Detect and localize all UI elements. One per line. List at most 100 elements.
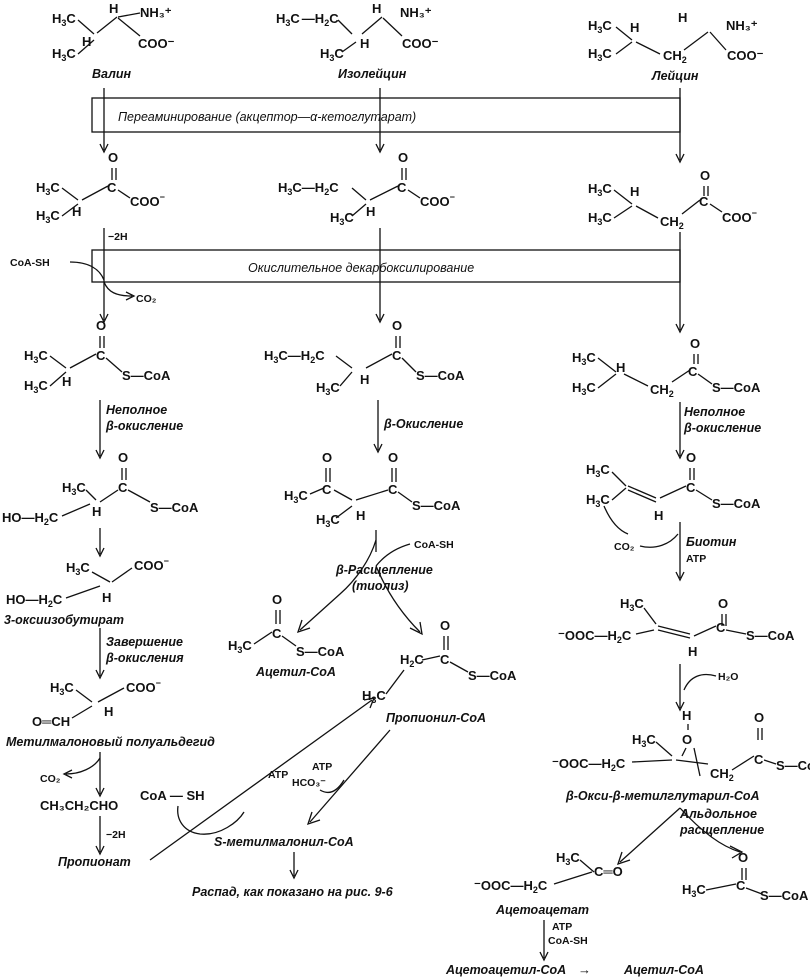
svg-text:O: O: [738, 850, 748, 865]
svg-text:C: C: [392, 348, 402, 363]
svg-text:C═O: C═O: [594, 864, 623, 879]
propionate-name: Пропионат: [58, 855, 131, 869]
svg-text:H: H: [360, 372, 369, 387]
beta-cleavage-2: (тиолиз): [352, 579, 409, 593]
hydroxyisobutyrate-structure: H3C COO− H HO—H2C: [6, 556, 169, 609]
svg-text:H3C—H2C: H3C—H2C: [278, 180, 339, 197]
svg-text:H3C: H3C: [682, 882, 706, 899]
leucine-coo: COO⁻: [727, 48, 764, 63]
svg-text:C: C: [107, 180, 117, 195]
keto-isoleucine: O H3C—H2C H3C H C COO−: [278, 150, 455, 227]
final-arrow: →: [578, 962, 591, 977]
leucine-structure: H3C H3C H CH2 H NH₃⁺ COO⁻ Лейцин: [588, 10, 764, 83]
svg-text:O: O: [388, 450, 398, 465]
svg-text:H: H: [678, 10, 687, 25]
svg-text:H: H: [654, 508, 663, 523]
methylbutyryl-coa: O H3C—H2C H3C H C S—CoA: [264, 318, 465, 397]
svg-text:H: H: [616, 360, 625, 375]
hmg-coa-name: β-Окси-β-метилглутарил-CoA: [565, 789, 760, 803]
acetoacetate-structure: H3C C═O ⁻OOC—H2C: [474, 850, 623, 895]
svg-text:C: C: [272, 626, 282, 641]
svg-text:HO—H2C: HO—H2C: [2, 510, 59, 527]
transamination-label: Переаминирование (акцептор—α-кетоглутара…: [118, 110, 416, 124]
svg-text:CH2: CH2: [650, 382, 674, 399]
svg-text:H2C: H2C: [400, 652, 424, 669]
svg-text:H: H: [82, 34, 91, 49]
svg-text:H3C: H3C: [556, 850, 580, 867]
h2o-label: H₂O: [718, 671, 738, 683]
svg-text:S—CoA: S—CoA: [776, 758, 810, 773]
svg-text:H3C: H3C: [66, 560, 90, 577]
svg-text:S—CoA: S—CoA: [122, 368, 171, 383]
hydroxyisobutyrate-name: 3-оксиизобутират: [4, 613, 124, 627]
svg-text:O: O: [96, 318, 106, 333]
beta-cleavage-1: β-Расщепление: [335, 563, 433, 577]
svg-text:S—CoA: S—CoA: [150, 500, 199, 515]
co2-label-1: CO₂: [136, 293, 157, 305]
svg-text:CH2: CH2: [660, 214, 684, 231]
svg-text:H: H: [72, 204, 81, 219]
atp-coa-2: CoA-SH: [548, 935, 588, 947]
svg-text:H: H: [360, 36, 369, 51]
svg-text:H3C: H3C: [572, 380, 596, 397]
svg-text:H3C: H3C: [572, 350, 596, 367]
svg-text:C: C: [688, 364, 698, 379]
isobutyryl-coa: O H3C H3C H C S—CoA: [24, 318, 171, 395]
valine-coo: COO⁻: [138, 36, 175, 51]
svg-text:H3C: H3C: [228, 638, 252, 655]
svg-text:H3C: H3C: [588, 18, 612, 35]
svg-text:S—CoA: S—CoA: [712, 496, 761, 511]
svg-text:H3C: H3C: [316, 380, 340, 397]
svg-text:H: H: [682, 708, 691, 723]
svg-text:H3C: H3C: [316, 512, 340, 529]
keto-valine: O H3C H3C H C COO−: [36, 150, 165, 225]
svg-text:O: O: [700, 168, 710, 183]
svg-text:⁻OOC—H2C: ⁻OOC—H2C: [474, 878, 548, 895]
svg-text:C: C: [736, 878, 746, 893]
left-incomplete-beta-1: Неполное: [106, 403, 167, 417]
svg-text:H: H: [366, 204, 375, 219]
hmg-coa-structure: H O O H3C ⁻OOC—H2C CH2 C S—CoA: [552, 708, 810, 783]
svg-text:CH2: CH2: [663, 48, 687, 65]
svg-text:H3C: H3C: [330, 210, 354, 227]
propionyl-coa-name: Пропионил-CoA: [386, 711, 486, 725]
svg-text:H3C: H3C: [50, 680, 74, 697]
isovaleryl-coa: O H3C H3C H CH2 C S—CoA: [572, 336, 761, 399]
svg-text:⁻OOC—H2C: ⁻OOC—H2C: [558, 628, 632, 645]
svg-text:H: H: [102, 590, 111, 605]
svg-text:H: H: [630, 20, 639, 35]
svg-text:HO—H2C: HO—H2C: [6, 592, 63, 609]
acetyl-coa-middle: O H3C C S—CoA: [228, 592, 345, 659]
svg-text:O: O: [398, 150, 408, 165]
svg-text:S—CoA: S—CoA: [412, 498, 461, 513]
svg-text:H3C: H3C: [588, 210, 612, 227]
aldol-2: расщепление: [679, 823, 764, 837]
svg-text:H: H: [372, 1, 381, 16]
svg-text:O: O: [392, 318, 402, 333]
acetoacetyl-coa-name: Ацетоацетил-CoA: [445, 963, 566, 977]
svg-text:S—CoA: S—CoA: [416, 368, 465, 383]
svg-text:O: O: [272, 592, 282, 607]
middle-coa-sh: CoA-SH: [414, 539, 454, 551]
svg-text:C: C: [699, 194, 709, 209]
acetyl-coa-name-middle: Ацетил-CoA: [255, 665, 336, 679]
atp-label-2: ATP: [312, 761, 332, 773]
acetoacetate-name: Ацетоацетат: [495, 903, 589, 917]
methylcrotonyl-coa: O H3C H3C H C S—CoA: [586, 450, 761, 523]
svg-text:H3C: H3C: [284, 488, 308, 505]
valine-structure: H3C H3C H H NH₃⁺ COO⁻ Валин: [52, 1, 175, 81]
atp-label-1: ATP: [268, 769, 288, 781]
isoleucine-nh3: NH₃⁺: [400, 5, 432, 20]
co2-label-2: CO₂: [40, 773, 61, 785]
middle-beta-oxidation: β-Окисление: [383, 417, 463, 431]
svg-text:O: O: [718, 596, 728, 611]
svg-text:COO−: COO−: [420, 192, 455, 209]
hydroxyisobutyryl-coa: O H3C C H S—CoA HO—H2C: [2, 450, 199, 527]
svg-text:H3C: H3C: [24, 378, 48, 395]
breakdown-note: Распад, как показано на рис. 9-6: [192, 885, 394, 899]
svg-text:COO−: COO−: [130, 192, 165, 209]
svg-text:H: H: [688, 644, 697, 659]
valine-nh3: NH₃⁺: [140, 5, 172, 20]
svg-text:O: O: [440, 618, 450, 633]
